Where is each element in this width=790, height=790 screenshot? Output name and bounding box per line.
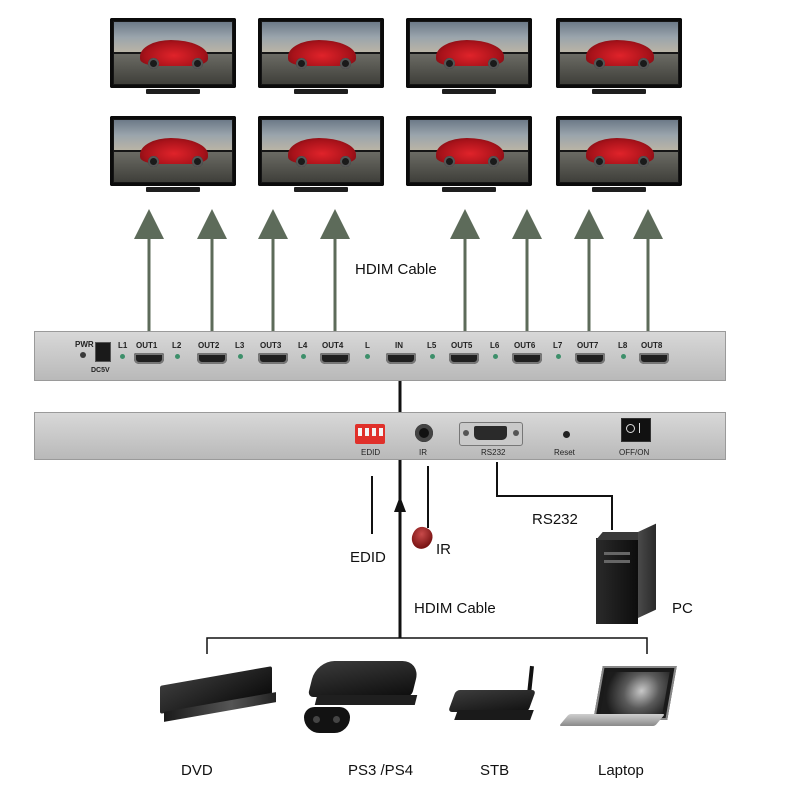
pc-tower-icon [596, 523, 656, 624]
port-label-out3: OUT3 [260, 341, 282, 350]
rs232-label-panel: RS232 [481, 448, 506, 457]
edid-dip-switch [355, 424, 385, 444]
port-label-out7: OUT7 [577, 341, 599, 350]
source-label-dvd: DVD [181, 762, 213, 779]
tv-display [258, 18, 384, 96]
led-l8 [621, 354, 626, 359]
back-panel: EDID IR RS232 Reset OFF/ON [34, 412, 726, 460]
tv-display [406, 116, 532, 194]
hdmi-cable-label-bottom: HDIM Cable [414, 600, 496, 617]
hdmi-port-out6 [512, 353, 542, 364]
source-bus [206, 637, 648, 654]
led-label-l: L [365, 341, 370, 350]
hdmi-port-out1 [134, 353, 164, 364]
port-label-in: IN [395, 341, 403, 350]
led-label-l3: L3 [235, 341, 245, 350]
port-label-out6: OUT6 [514, 341, 536, 350]
tv-display [258, 116, 384, 194]
hdmi-port-out5 [449, 353, 479, 364]
power-switch [621, 418, 651, 442]
pc-label: PC [672, 600, 693, 617]
hdmi-port-out4 [320, 353, 350, 364]
power-label: OFF/ON [619, 448, 650, 457]
reset-label: Reset [554, 448, 575, 457]
led-l [365, 354, 370, 359]
led-label-l8: L8 [618, 341, 628, 350]
hdmi-port-out2 [197, 353, 227, 364]
edid-label: EDID [350, 549, 386, 566]
dc-label: DC5V [91, 367, 110, 374]
rs232-port [459, 422, 523, 446]
tv-display [110, 116, 236, 194]
led-l1 [120, 354, 125, 359]
led-label-l5: L5 [427, 341, 437, 350]
ir-label: IR [436, 541, 451, 558]
led-label-l6: L6 [490, 341, 500, 350]
source-label-ps: PS3 /PS4 [348, 762, 414, 779]
stb-box-icon [447, 665, 542, 728]
source-label-stb: STB [480, 762, 510, 779]
tv-display [556, 18, 682, 96]
pwr-label: PWR [75, 340, 94, 349]
led-l4 [301, 354, 306, 359]
dvd-player-icon [158, 666, 278, 722]
port-label-out5: OUT5 [451, 341, 473, 350]
ps3-console-icon [302, 655, 421, 739]
tv-display [110, 18, 236, 96]
edid-label-panel: EDID [361, 448, 381, 457]
port-label-out1: OUT1 [136, 341, 158, 350]
ir-label-panel: IR [419, 448, 427, 457]
hdmi-port-out7 [575, 353, 605, 364]
input-arrowhead [394, 496, 406, 512]
hdmi-cable-label-top: HDIM Cable [355, 261, 437, 278]
hdmi-port-out3 [258, 353, 288, 364]
led-l2 [175, 354, 180, 359]
output-arrows [134, 209, 663, 332]
tv-display [556, 116, 682, 194]
rs232-line [496, 462, 613, 530]
source-label-laptop: Laptop [598, 762, 644, 779]
rs232-label: RS232 [532, 511, 578, 528]
gamepad-icon [304, 707, 350, 733]
port-label-out2: OUT2 [198, 341, 220, 350]
ir-jack [415, 424, 433, 442]
led-label-l1: L1 [118, 341, 128, 350]
tv-display [406, 18, 532, 96]
led-l5 [430, 354, 435, 359]
led-label-l7: L7 [553, 341, 563, 350]
port-label-out8: OUT8 [641, 341, 663, 350]
port-label-out4: OUT4 [322, 341, 344, 350]
laptop-icon [558, 664, 677, 730]
dc-jack [95, 342, 111, 362]
hdmi-port-in [386, 353, 416, 364]
hdmi-port-out8 [639, 353, 669, 364]
led-l3 [238, 354, 243, 359]
reset-button [563, 431, 570, 438]
led-l6 [493, 354, 498, 359]
led-l7 [556, 354, 561, 359]
led-label-l2: L2 [172, 341, 182, 350]
front-panel: PWR DC5V L1 OUT1 L2 OUT2 L3 OUT3 L4 OUT4… [34, 331, 726, 381]
led-label-l4: L4 [298, 341, 308, 350]
power-led [80, 352, 86, 358]
